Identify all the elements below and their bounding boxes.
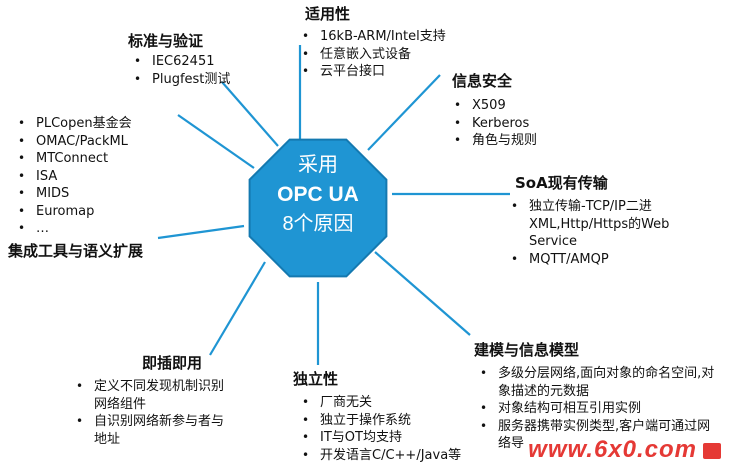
center-line-1: 采用	[298, 154, 338, 176]
center-line-3: 8个原因	[282, 213, 354, 235]
watermark-text: www.6x0.com	[528, 436, 697, 463]
independence-title: 独立性	[293, 370, 339, 388]
list-item: 自识别网络新参与者与地址	[74, 413, 224, 448]
security-list: X509 Kerberos 角色与规则	[452, 97, 537, 150]
integration-list: PLCopen基金会 OMAC/PackML MTConnect ISA MID…	[16, 115, 132, 238]
list-item: ISA	[16, 168, 132, 186]
list-item: PLCopen基金会	[16, 115, 132, 133]
spoke-standards	[221, 81, 279, 147]
list-item: 任意嵌入式设备	[300, 46, 446, 64]
spoke-security	[367, 74, 441, 151]
modeling-list: 多级分层网络,面向对象的命名空间,对象描述的元数据 对象结构可相互引用实例 服务…	[478, 365, 716, 453]
independence-list: 厂商无关 独立于操作系统 IT与OT均支持 开发语言C/C++/Java等	[300, 394, 461, 464]
list-item: 开发语言C/C++/Java等	[300, 447, 461, 465]
list-item: Plugfest测试	[132, 71, 230, 89]
spoke-plugandplay	[209, 261, 266, 356]
integration-title: 集成工具与语义扩展	[8, 242, 144, 260]
center-label: 采用 OPC UA 8个原因	[258, 150, 378, 238]
list-item: 角色与规则	[452, 132, 537, 150]
list-item: 厂商无关	[300, 394, 461, 412]
security-title: 信息安全	[452, 72, 513, 90]
list-item: IEC62451	[132, 53, 230, 71]
plugandplay-title: 即插即用	[142, 354, 203, 372]
spoke-modeling	[374, 251, 471, 336]
standards-list: IEC62451 Plugfest测试	[132, 53, 230, 88]
list-item: 定义不同发现机制识别网络组件	[74, 378, 224, 413]
applicability-title: 适用性	[305, 5, 351, 23]
watermark: www.6x0.com	[528, 436, 721, 464]
list-item: MIDS	[16, 185, 132, 203]
list-item: MTConnect	[16, 150, 132, 168]
list-item: 多级分层网络,面向对象的命名空间,对象描述的元数据	[478, 365, 716, 400]
modeling-title: 建模与信息模型	[474, 341, 580, 359]
soa-list: 独立传输-TCP/IP二进XML,Http/Https的Web Service …	[509, 198, 681, 268]
plugandplay-list: 定义不同发现机制识别网络组件 自识别网络新参与者与地址	[74, 378, 224, 448]
spoke-integration-upper	[177, 114, 255, 169]
list-item: 16kB-ARM/Intel支持	[300, 28, 446, 46]
list-item: 云平台接口	[300, 63, 446, 81]
list-item: 对象结构可相互引用实例	[478, 400, 716, 418]
list-item: …	[16, 220, 132, 238]
applicability-list: 16kB-ARM/Intel支持 任意嵌入式设备 云平台接口	[300, 28, 446, 81]
list-item: X509	[452, 97, 537, 115]
standards-title: 标准与验证	[128, 32, 204, 50]
list-item: 服务器携带实例类型,客户端可通过网络导	[478, 418, 716, 453]
center-line-2: OPC UA	[277, 183, 359, 206]
list-item: 独立于操作系统	[300, 412, 461, 430]
watermark-logo-icon	[703, 442, 721, 459]
list-item: Kerberos	[452, 115, 537, 133]
center-octagon	[248, 138, 388, 278]
spoke-integration	[157, 224, 245, 240]
list-item: 独立传输-TCP/IP二进XML,Http/Https的Web Service	[509, 198, 681, 251]
list-item: IT与OT均支持	[300, 429, 461, 447]
list-item: OMAC/PackML	[16, 133, 132, 151]
list-item: MQTT/AMQP	[509, 251, 681, 269]
list-item: Euromap	[16, 203, 132, 221]
spoke-lines	[157, 45, 510, 365]
soa-title: SoA现有传输	[515, 174, 608, 192]
